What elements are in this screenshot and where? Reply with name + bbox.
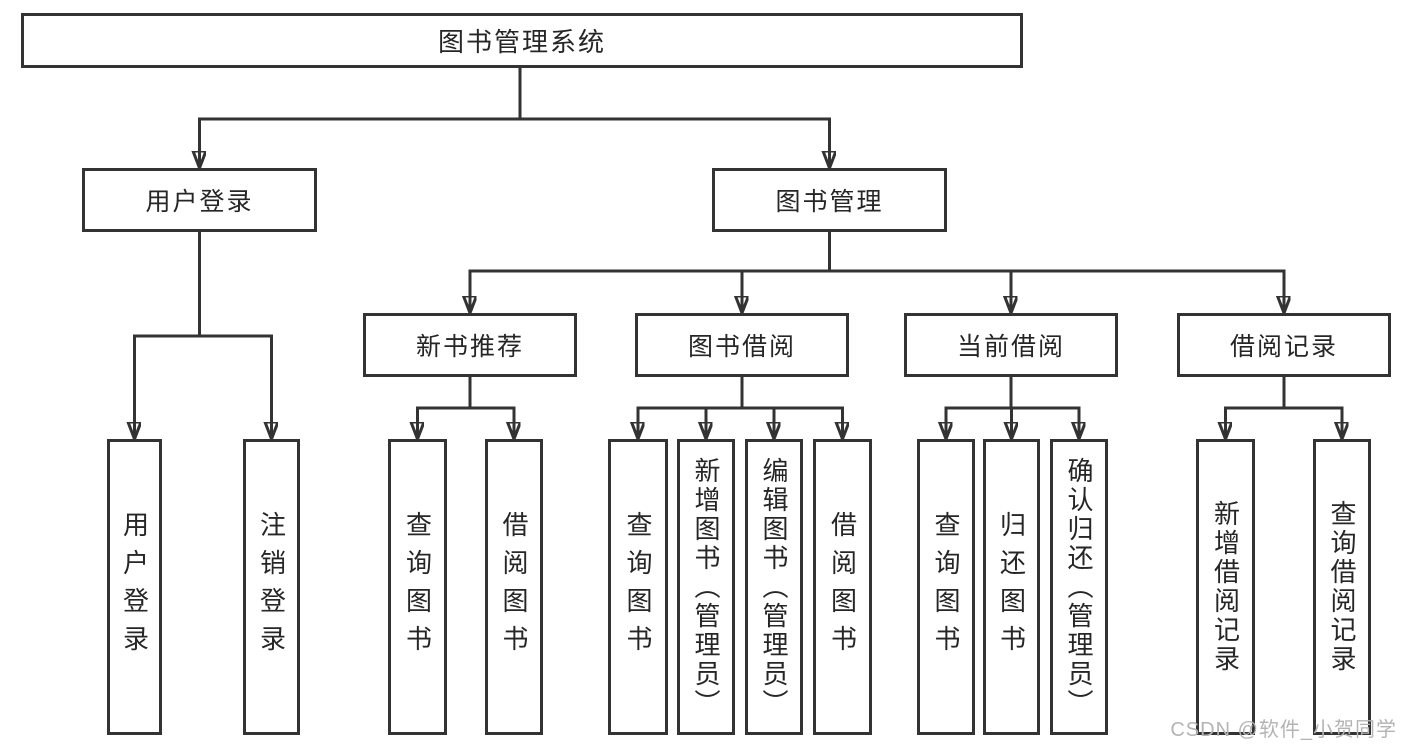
connector-user-login-to-leaves: [135, 232, 272, 439]
leaf-edit-books-admin: 编辑图书（管理员）: [745, 439, 803, 735]
node-user-login: 用户登录: [82, 168, 317, 232]
leaf-user-login-label: 用户登录: [119, 511, 150, 663]
node-borrow-records-label: 借阅记录: [1229, 333, 1338, 361]
leaf-query-books-recommend-label: 查询图书: [402, 511, 433, 663]
leaf-add-borrow-record: 新增借阅记录: [1196, 439, 1255, 735]
connector-borrow-records-to-leaves: [1226, 377, 1343, 439]
node-book-borrow-label: 图书借阅: [687, 333, 796, 361]
leaf-return-books-label: 归还图书: [996, 511, 1027, 663]
leaf-query-borrow-record: 查询借阅记录: [1313, 439, 1371, 735]
leaf-query-books-borrow: 查询图书: [608, 439, 668, 735]
node-current-borrow-label: 当前借阅: [956, 333, 1065, 361]
node-root-label: 图书管理系统: [437, 27, 606, 57]
leaf-query-books-current: 查询图书: [917, 439, 975, 735]
leaf-borrow-books: 借阅图书: [813, 439, 872, 735]
connector-root-to-level2: [200, 68, 830, 168]
leaf-borrow-books-label: 借阅图书: [827, 511, 858, 663]
node-book-management-label: 图书管理: [775, 188, 884, 216]
connector-book-borrow-to-leaves: [638, 377, 843, 439]
node-borrow-records: 借阅记录: [1177, 313, 1391, 377]
connector-book-management-to-level3: [470, 232, 1284, 313]
node-new-book-recommend-label: 新书推荐: [415, 333, 524, 361]
node-book-borrow: 图书借阅: [635, 313, 849, 377]
leaf-borrow-books-recommend: 借阅图书: [485, 439, 543, 735]
watermark: CSDN @软件_小贺同学: [1170, 719, 1397, 741]
connector-current-borrow-to-leaves: [946, 377, 1079, 439]
leaf-logout-label: 注销登录: [256, 511, 287, 663]
leaf-confirm-return-admin-label: 确认归还（管理员）: [1064, 456, 1094, 718]
leaf-edit-books-admin-label: 编辑图书（管理员）: [759, 456, 789, 718]
leaf-user-login: 用户登录: [107, 439, 162, 735]
node-new-book-recommend: 新书推荐: [363, 313, 577, 377]
leaf-add-borrow-record-label: 新增借阅记录: [1210, 500, 1241, 674]
node-book-management: 图书管理: [712, 168, 947, 232]
node-user-login-label: 用户登录: [145, 188, 254, 216]
leaf-query-books-current-label: 查询图书: [931, 511, 961, 663]
leaf-borrow-books-recommend-label: 借阅图书: [499, 511, 529, 663]
leaf-query-books-recommend: 查询图书: [388, 439, 447, 735]
leaf-add-books-admin: 新增图书（管理员）: [677, 439, 735, 735]
node-root: 图书管理系统: [21, 13, 1023, 68]
leaf-confirm-return-admin: 确认归还（管理员）: [1050, 439, 1108, 735]
connector-new-book-recommend-to-leaves: [418, 377, 515, 439]
leaf-logout: 注销登录: [243, 439, 300, 735]
leaf-return-books: 归还图书: [983, 439, 1040, 735]
leaf-query-books-borrow-label: 查询图书: [623, 511, 653, 663]
leaf-query-borrow-record-label: 查询借阅记录: [1327, 500, 1357, 674]
node-current-borrow: 当前借阅: [904, 313, 1118, 377]
leaf-add-books-admin-label: 新增图书（管理员）: [691, 456, 721, 718]
